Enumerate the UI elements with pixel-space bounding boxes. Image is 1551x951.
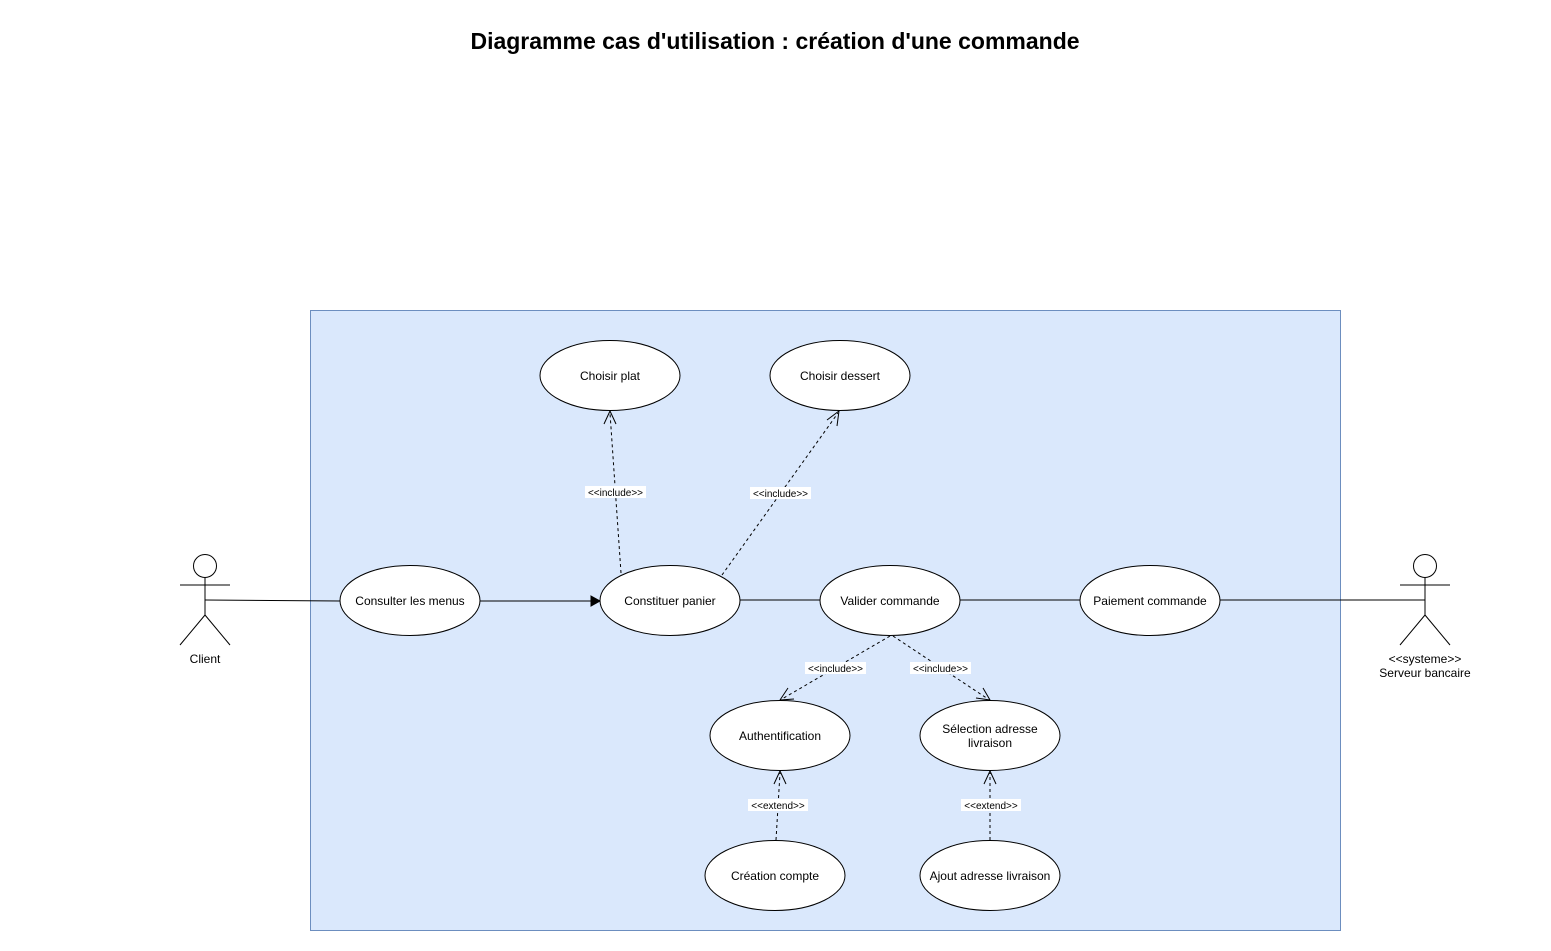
label-include-auth: <<include>> <box>808 664 863 675</box>
label-bg-extend-compte <box>748 799 808 811</box>
use-case-label: Choisir dessert <box>800 369 881 383</box>
use-case-constituer-panier[interactable]: Constituer panier <box>599 565 741 636</box>
label-bg-include-auth <box>805 662 866 674</box>
actor-leg-left <box>1399 614 1426 646</box>
actor-head <box>193 554 217 578</box>
label-bg-extend-ajout <box>961 799 1021 811</box>
arrow-head-panier <box>590 595 602 607</box>
use-case-ajout-adresse[interactable]: Ajout adresse livraison <box>919 840 1061 911</box>
label-include-plat: <<include>> <box>588 488 643 499</box>
label-extend-ajout: <<extend>> <box>964 801 1018 812</box>
use-case-label: Constituer panier <box>624 594 715 608</box>
use-case-authentification[interactable]: Authentification <box>709 700 851 771</box>
association-client-consulter <box>204 599 341 602</box>
use-case-label: Authentification <box>739 729 821 743</box>
actor-bank-label: Serveur bancaire <box>1379 666 1471 680</box>
label-extend-compte: <<extend>> <box>751 801 805 812</box>
use-case-valider-commande[interactable]: Valider commande <box>819 565 961 636</box>
use-case-label: Consulter les menus <box>355 594 464 608</box>
use-case-label: Paiement commande <box>1093 594 1207 608</box>
extend-line-compte <box>775 772 781 841</box>
actor-client[interactable]: Client <box>179 554 231 667</box>
use-case-label: Valider commande <box>840 594 939 608</box>
use-case-choisir-plat[interactable]: Choisir plat <box>539 340 681 411</box>
use-case-consulter-menus[interactable]: Consulter les menus <box>339 565 481 636</box>
actor-bank-stereotype: <<systeme>> <box>1389 652 1462 666</box>
use-case-label: Ajout adresse livraison <box>930 869 1051 883</box>
use-case-label: Création compte <box>731 869 819 883</box>
use-case-paiement-commande[interactable]: Paiement commande <box>1079 565 1221 636</box>
include-arrow-dessert <box>826 409 840 427</box>
label-bg-include-plat <box>585 486 646 498</box>
actor-client-label: Client <box>190 652 221 666</box>
actor-head <box>1413 554 1437 578</box>
diagram-title: Diagramme cas d'utilisation : création d… <box>470 28 1079 54</box>
label-include-dessert: <<include>> <box>753 489 808 500</box>
actor-leg-right <box>1424 614 1451 646</box>
label-include-adresse: <<include>> <box>913 664 968 675</box>
label-bg-include-dessert <box>750 487 811 499</box>
use-case-label-line1: Sélection adresse <box>942 722 1038 736</box>
label-bg-include-adresse <box>910 662 971 674</box>
use-case-choisir-dessert[interactable]: Choisir dessert <box>769 340 911 411</box>
use-case-label-line2: livraison <box>968 736 1012 750</box>
actor-leg-right <box>204 614 231 646</box>
actor-leg-left <box>179 614 206 646</box>
use-case-label: Choisir plat <box>580 369 641 383</box>
actor-serveur-bancaire[interactable]: <<systeme>> Serveur bancaire <box>1379 554 1471 681</box>
use-case-selection-adresse[interactable]: Sélection adresse livraison <box>919 700 1061 771</box>
use-case-creation-compte[interactable]: Création compte <box>704 840 846 911</box>
